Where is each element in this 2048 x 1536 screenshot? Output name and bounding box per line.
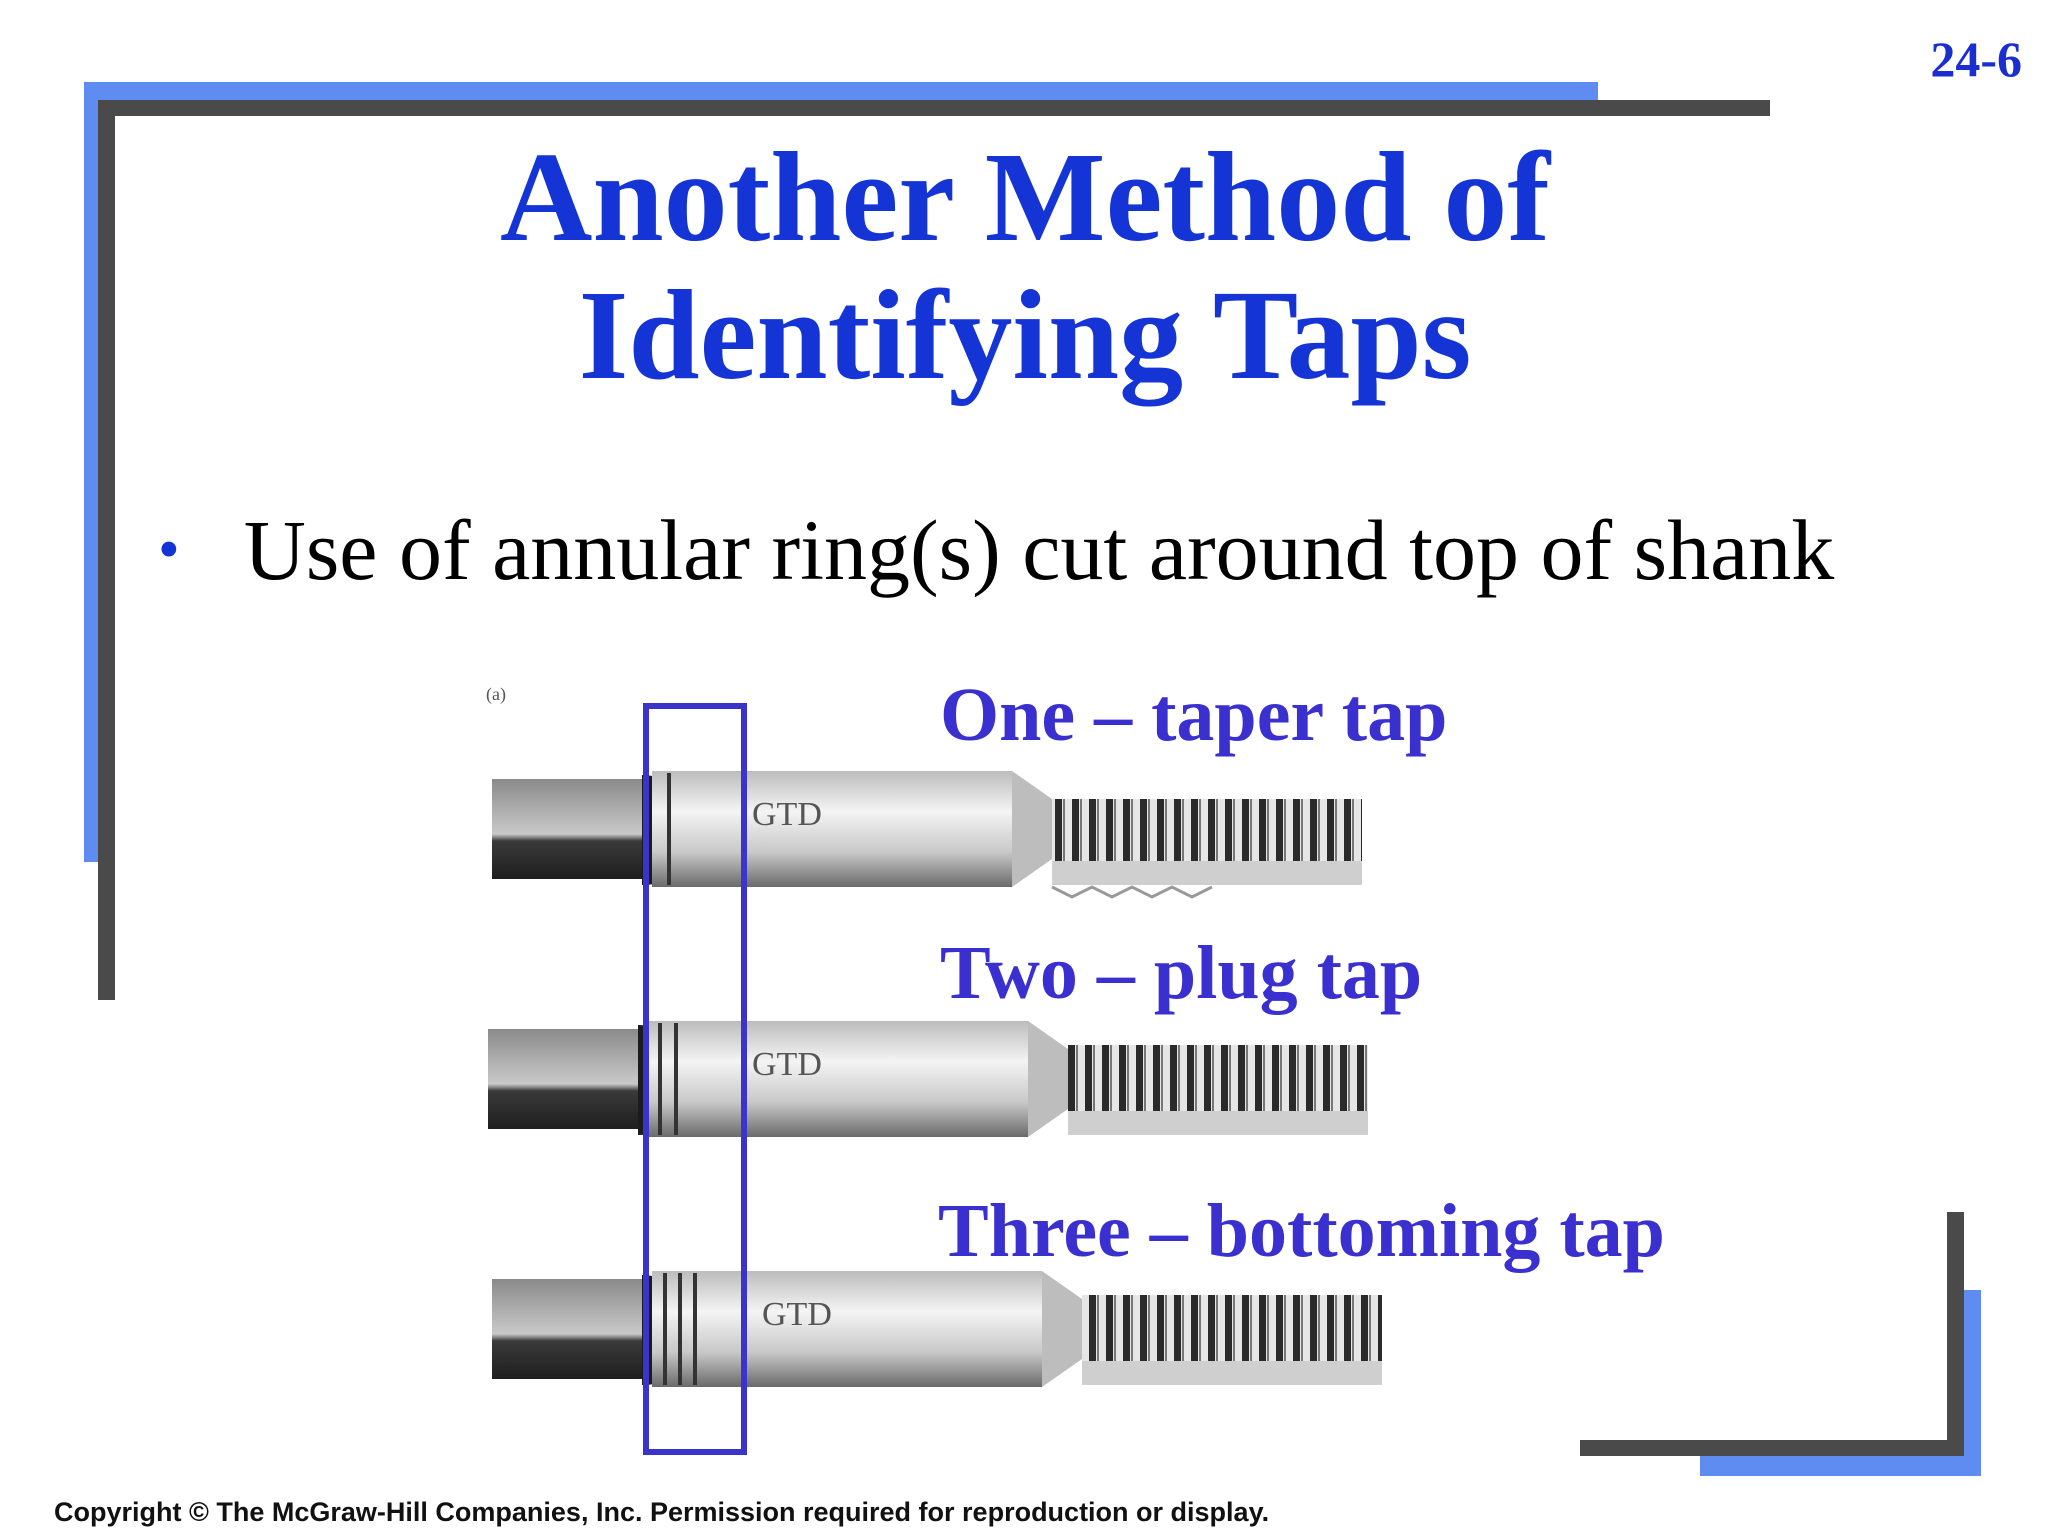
tap-3-drawing: GTD: [492, 1271, 1382, 1387]
tap-1-marking: GTD: [752, 796, 822, 833]
tap-2-marking: GTD: [752, 1046, 822, 1083]
slide-title: Another Method of Identifying Taps: [250, 128, 1800, 404]
figure-corner-mark: (a): [486, 684, 506, 705]
bullet-dot-icon: •: [158, 515, 180, 584]
frame-top-blue-bar: [84, 82, 1598, 102]
frame-bottom-gray-bar: [1580, 1440, 1964, 1456]
tap-label-bottoming: Three – bottoming tap: [938, 1189, 1665, 1273]
title-line-2: Identifying Taps: [578, 264, 1472, 407]
frame-left-blue-bar: [84, 82, 102, 862]
taps-illustration: (a) GTD GTD GTD: [486, 684, 1382, 1387]
tap-label-plug: Two – plug tap: [940, 931, 1423, 1015]
annular-ring-highlight-box: [643, 703, 747, 1455]
tap-label-taper: One – taper tap: [940, 673, 1448, 757]
bullet-text: Use of annular ring(s) cut around top of…: [243, 502, 1835, 598]
bullet-item: • Use of annular ring(s) cut around top …: [158, 500, 1834, 600]
frame-bottom-blue-bar: [1700, 1456, 1981, 1476]
tap-1-drawing: GTD: [492, 771, 1362, 899]
frame-top-gray-bar: [98, 100, 1770, 116]
frame-right-gray-bar: [1947, 1212, 1964, 1456]
copyright-notice: Copyright © The McGraw-Hill Companies, I…: [54, 1497, 1270, 1527]
frame-right-blue-bar: [1964, 1290, 1981, 1476]
tap-2-drawing: GTD: [488, 1021, 1368, 1137]
title-line-1: Another Method of: [500, 126, 1550, 268]
frame-left-gray-bar: [98, 100, 115, 1000]
slide-number: 24-6: [1930, 31, 2022, 87]
tap-3-marking: GTD: [762, 1296, 832, 1333]
